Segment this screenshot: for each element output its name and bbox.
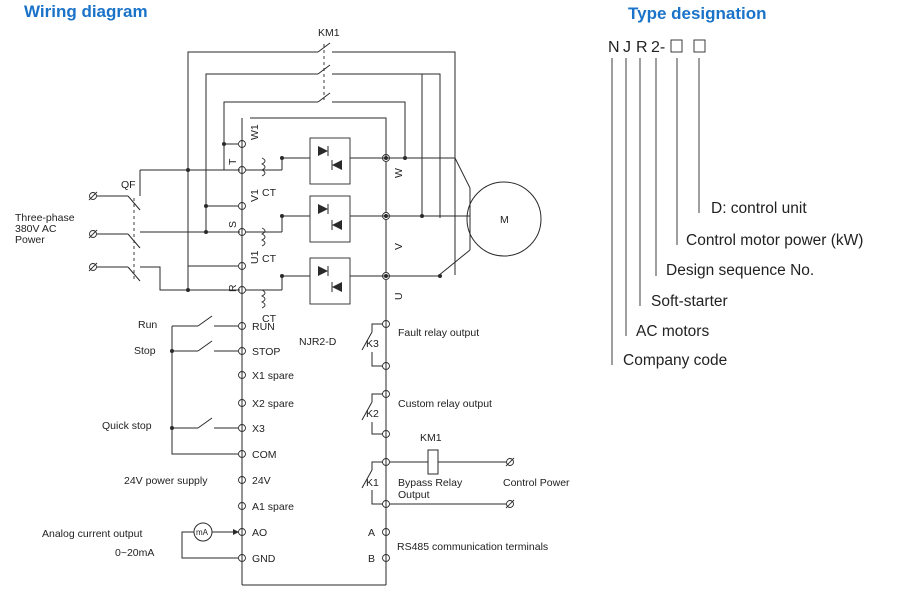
supply-label-1: Three-phase xyxy=(15,212,75,224)
thyristor-blocks xyxy=(246,137,470,305)
current-transformers: CT CT CT xyxy=(260,157,277,325)
rs485-label: RS485 communication terminals xyxy=(397,541,548,553)
terminal-com: COM xyxy=(252,449,277,461)
bypass-w1-label: W1 xyxy=(249,124,261,140)
code-desc-soft-starter: Soft-starter xyxy=(651,293,728,310)
model-label: NJR2-D xyxy=(299,336,337,348)
code-desc-control-unit: D: control unit xyxy=(711,200,807,217)
relay-k3-label: K3 xyxy=(366,338,379,350)
phase-u-label: U xyxy=(393,292,405,300)
phase-s-label: S xyxy=(227,221,239,228)
analog-output-label: Analog current output xyxy=(42,528,142,540)
motor: M xyxy=(437,157,542,277)
stop-label: Stop xyxy=(134,345,156,357)
code-desc-ac-motors: AC motors xyxy=(636,323,709,340)
rs485-a-label: A xyxy=(368,527,375,539)
code-char-2: 2- xyxy=(651,39,665,56)
type-designation-heading: Type designation xyxy=(628,4,767,23)
control-terminals: RUN STOP X1 spare X2 spare X3 COM 24V A1… xyxy=(42,315,294,565)
rs485-b-label: B xyxy=(368,553,375,565)
terminal-24v: 24V xyxy=(252,475,271,487)
wiring-diagram-heading: Wiring diagram xyxy=(24,2,148,21)
code-char-j: J xyxy=(623,39,631,56)
km1-top-label: KM1 xyxy=(318,27,340,39)
code-desc-motor-power: Control motor power (kW) xyxy=(686,232,863,249)
ct-label-2: CT xyxy=(262,253,277,265)
ct-label-1: CT xyxy=(262,187,277,199)
terminal-a1: A1 spare xyxy=(252,501,294,513)
bypass-u1-label: U1 xyxy=(249,250,261,264)
relay-k2-label: K2 xyxy=(366,408,379,420)
fault-relay-label: Fault relay output xyxy=(398,327,479,339)
relay-outputs: K3 Fault relay output K2 Custom relay ou… xyxy=(361,320,570,509)
terminal-x1: X1 spare xyxy=(252,370,294,382)
km1-coil-label: KM1 xyxy=(420,432,442,444)
output-terminals: W V U xyxy=(382,74,423,300)
code-char-r: R xyxy=(636,39,648,56)
rs485-terminals: A B RS485 communication terminals xyxy=(368,527,548,565)
supply-label-2: 380V AC xyxy=(15,223,57,235)
phase-t-label: T xyxy=(227,158,239,165)
code-char-n: N xyxy=(608,39,620,56)
terminal-stop: STOP xyxy=(252,346,280,358)
power-24v-label: 24V power supply xyxy=(124,475,208,487)
bypass-v1-label: V1 xyxy=(249,189,261,202)
supply-label-3: Power xyxy=(15,234,45,246)
terminal-x2: X2 spare xyxy=(252,398,294,410)
run-label: Run xyxy=(138,319,157,331)
motor-label: M xyxy=(500,214,509,226)
type-designation: N J R 2- D: control unit Control motor p… xyxy=(608,39,863,369)
control-power-label: Control Power xyxy=(503,477,570,489)
analog-range-label: 0~20mA xyxy=(115,547,154,559)
quick-stop-label: Quick stop xyxy=(102,420,152,432)
phase-v-label: V xyxy=(393,243,405,250)
terminal-ao: AO xyxy=(252,527,267,539)
code-desc-company: Company code xyxy=(623,352,727,369)
terminal-run: RUN xyxy=(252,321,275,333)
power-terminals-left: T S R W1 V1 U1 xyxy=(188,118,261,294)
terminal-x3: X3 xyxy=(252,423,265,435)
ct-label-3: CT xyxy=(262,313,277,325)
qf-label: QF xyxy=(121,179,136,191)
terminal-gnd: GND xyxy=(252,553,276,565)
bypass-relay-label-2: Output xyxy=(398,489,430,501)
phase-r-label: R xyxy=(227,284,239,292)
bypass-relay-label-1: Bypass Relay xyxy=(398,477,463,489)
supply-breaker: QF Three-phase 380V AC Power xyxy=(15,168,240,292)
custom-relay-label: Custom relay output xyxy=(398,398,492,410)
relay-k1-label: K1 xyxy=(366,477,379,489)
code-desc-design-seq: Design sequence No. xyxy=(666,262,814,279)
km1-main-contactor xyxy=(187,42,456,290)
phase-w-label: W xyxy=(393,168,405,178)
meter-label: mA xyxy=(196,528,209,537)
